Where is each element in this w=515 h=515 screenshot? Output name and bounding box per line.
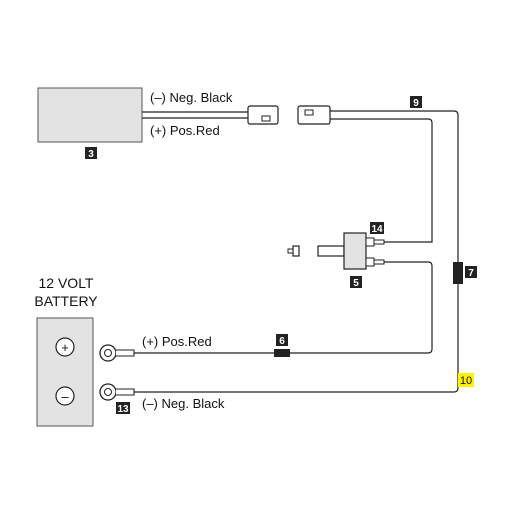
device-box: [37, 87, 143, 143]
battery-title-line2: BATTERY: [34, 293, 98, 309]
svg-text:6: 6: [279, 336, 285, 347]
connector-plug-right: [297, 105, 331, 125]
ring-terminal-neg: [99, 383, 135, 401]
device-pos-label: (+) Pos.Red: [150, 123, 220, 138]
svg-text:9: 9: [413, 98, 419, 109]
ground-run-wire: [134, 284, 459, 393]
tag-ring-terminal: 13: [116, 402, 130, 415]
battery-pos-terminal-icon: +: [55, 337, 75, 357]
harness-wire-inner: [330, 118, 433, 243]
svg-text:14: 14: [371, 224, 383, 235]
toggle-switch: [317, 232, 385, 270]
device-neg-label: (–) Neg. Black: [150, 90, 233, 105]
switch-to-battery-wire: [290, 261, 433, 354]
svg-text:10: 10: [460, 375, 472, 387]
tag-harness: 9: [410, 96, 422, 109]
harness-wire-outer: [330, 110, 459, 262]
battery-box: [36, 317, 94, 427]
tag-fuse-holder: 7: [465, 266, 477, 279]
tag-device: 3: [85, 147, 97, 160]
svg-text:–: –: [61, 389, 69, 404]
svg-text:7: 7: [468, 268, 474, 279]
battery-neg-label: (–) Neg. Black: [142, 396, 225, 411]
svg-text:+: +: [61, 340, 69, 355]
tag-fuse-inline: 6: [276, 334, 288, 347]
tag-ground-run: 10: [458, 373, 474, 387]
fuse-holder: [453, 262, 463, 284]
switch-nut-icon: [287, 245, 300, 257]
tag-switch: 5: [350, 276, 362, 289]
battery-pos-label: (+) Pos.Red: [142, 334, 212, 349]
connector-plug-left: [247, 105, 279, 125]
battery-title-line1: 12 VOLT: [39, 275, 94, 291]
inline-fuse: [274, 349, 290, 357]
tag-switch-terminals: 14: [370, 222, 384, 235]
svg-text:3: 3: [88, 149, 94, 160]
ring-terminal-pos: [99, 344, 135, 362]
battery-neg-terminal-icon: –: [55, 386, 75, 406]
svg-text:5: 5: [353, 278, 359, 289]
svg-text:13: 13: [117, 404, 129, 415]
